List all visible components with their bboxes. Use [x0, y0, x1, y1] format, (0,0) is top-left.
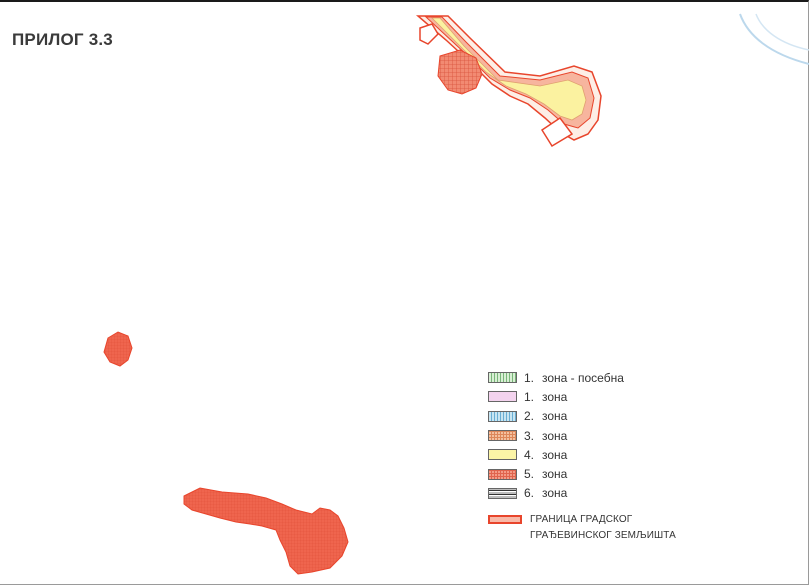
zone-north-notch — [419, 23, 439, 45]
legend-swatch-zone-5 — [488, 468, 517, 480]
legend-swatch-zone-1 — [488, 391, 517, 403]
legend-item: 4. зона — [488, 445, 676, 464]
zone-south — [183, 487, 349, 575]
legend-item-number: 1. — [524, 370, 535, 385]
zone-north-blob — [437, 49, 483, 95]
legend-item: 1. зона - посебна — [488, 368, 676, 387]
watermark-arc-inner — [755, 13, 809, 51]
zone-west-island — [103, 331, 133, 367]
watermark-arc — [739, 13, 809, 65]
legend-item: 2. зона — [488, 407, 676, 426]
zone-north-rect — [540, 116, 574, 148]
legend-item-label: зона — [542, 467, 568, 482]
legend-swatch-zone-special — [488, 372, 517, 384]
legend-swatch-zone-4 — [488, 449, 517, 461]
legend-swatch-boundary — [488, 515, 522, 525]
legend-item: 6. зона — [488, 484, 676, 503]
legend-item-number: 6. — [524, 486, 535, 501]
legend-boundary-line1: ГРАНИЦА ГРАДСКОГ — [530, 514, 633, 526]
legend-item-label: зона — [542, 428, 568, 443]
legend-item-label: зона — [542, 389, 568, 404]
legend-item: 1. зона — [488, 387, 676, 406]
legend-swatch-zone-2 — [488, 410, 517, 422]
legend-swatch-zone-3 — [488, 430, 517, 442]
map-legend: 1. зона - посебна 1. зона 2. зона 3. зон… — [488, 368, 676, 544]
legend-boundary: ГРАНИЦА ГРАДСКОГ ГРАЂЕВИНСКОГ ЗЕМЉИШТА — [488, 512, 676, 544]
legend-item-label: зона — [542, 447, 568, 462]
zone-north-yellow — [431, 17, 587, 121]
legend-swatch-zone-6 — [488, 487, 517, 499]
legend-item-label: зона — [542, 409, 568, 424]
legend-item-label: зона — [542, 486, 568, 501]
legend-item-number: 3. — [524, 428, 535, 443]
zone-north — [415, 15, 602, 148]
legend-boundary-line2: ГРАЂЕВИНСКОГ ЗЕМЉИШТА — [530, 530, 676, 542]
legend-item: 5. зона — [488, 464, 676, 483]
map-title: ПРИЛОГ 3.3 — [12, 30, 113, 49]
legend-item-number: 1. — [524, 389, 535, 404]
legend-item-number: 5. — [524, 467, 535, 482]
legend-item-number: 4. — [524, 447, 535, 462]
legend-item: 3. зона — [488, 426, 676, 445]
legend-item-label: зона - посебна — [542, 370, 624, 385]
legend-item-number: 2. — [524, 409, 535, 424]
legend-boundary-label: ГРАНИЦА ГРАДСКОГ ГРАЂЕВИНСКОГ ЗЕМЉИШТА — [530, 512, 676, 544]
